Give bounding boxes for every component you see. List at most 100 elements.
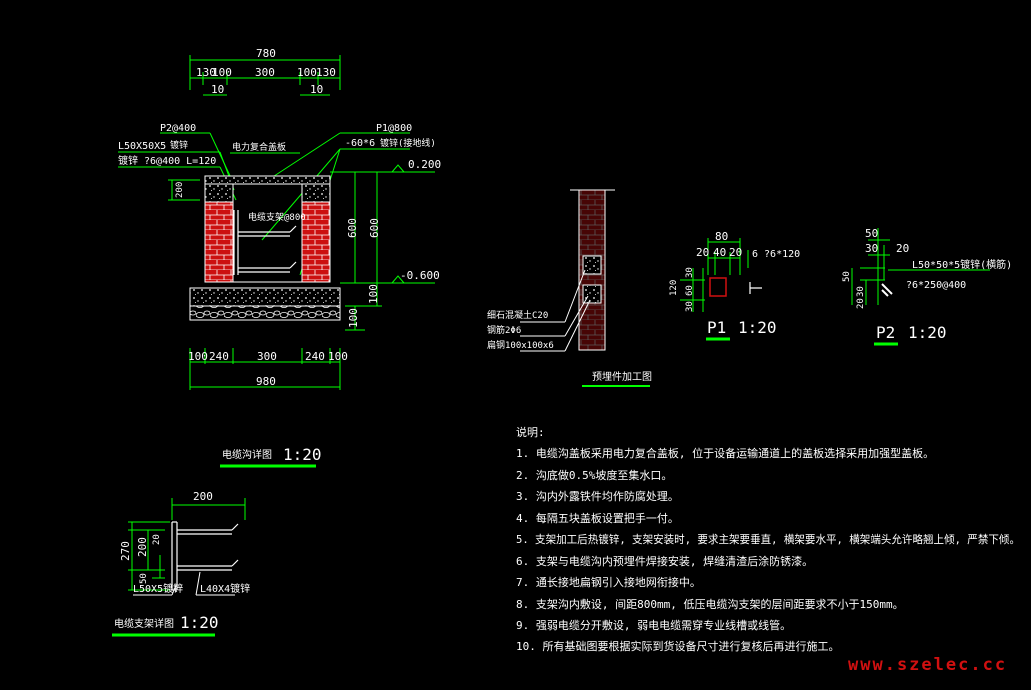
trench-top-dimensions [189, 55, 341, 96]
p1-dim-20-b: 20 [729, 246, 742, 259]
trench-section: 780 130 100 300 100 130 10 10 P2@400 L50… [118, 47, 441, 468]
p2-dim-50-top: 50 [865, 227, 878, 240]
label-cover: 电力复合盖板 [232, 141, 286, 153]
embed-title: 预埋件加工图 [592, 371, 652, 383]
dim-600-b: 600 [368, 218, 381, 238]
notes-block: 说明: 1. 电缆沟盖板采用电力复合盖板, 位于设备运输通道上的盖板选择采用加强… [516, 425, 1020, 653]
p2-scale: 1:20 [908, 323, 947, 342]
trench-base-stone [189, 305, 341, 321]
cover-plate [204, 175, 331, 185]
trench-leaders [118, 132, 410, 276]
label-bolt: 镀锌 ?6@400 L=120 [118, 154, 216, 167]
trench-side-dimensions [345, 171, 382, 331]
dim-780: 780 [256, 47, 276, 60]
p2-dim-50-left: 50 [842, 271, 852, 282]
p1-title: P1 [707, 318, 726, 337]
p1-dim-20-a: 20 [696, 246, 709, 259]
trench-base-concrete [189, 287, 341, 307]
label-flat-note: 镀锌(接地线) [380, 137, 436, 149]
p2-dim-30-top: 30 [865, 242, 878, 255]
bracket-dim-50: 50 [139, 573, 149, 584]
bracket-scale: 1:20 [180, 613, 219, 632]
dim-600-a: 600 [346, 218, 359, 238]
embed-plate-lower [582, 284, 602, 304]
bracket-detail: 200 270 200 20 50 L50X5镀锌 L40X4镀锌 电缆支架详图… [112, 490, 250, 637]
note-3: 3. 沟内外露铁件均作防腐处理。 [516, 489, 679, 503]
dim-300-top: 300 [255, 66, 275, 79]
trench-scale: 1:20 [283, 445, 322, 464]
p1-dim-120: 120 [669, 280, 679, 296]
bracket-dim-20: 20 [152, 534, 162, 545]
dim-100-left: 100 [212, 66, 232, 79]
trench-cable-bracket [233, 210, 297, 275]
left-wall-cap [204, 183, 234, 203]
dim-130-left: 130 [196, 66, 216, 79]
p1-anchor [749, 282, 762, 294]
trench-title: 电缆沟详图 [222, 448, 272, 461]
notes-heading: 说明: [516, 425, 545, 439]
embed-label-plate: 扁钢100x100x6 [487, 339, 554, 351]
p2-dim-20-top: 20 [896, 242, 909, 255]
watermark: www.szelec.cc [848, 655, 1007, 675]
p1-detail: 80 20 40 20 30 120 60 30 6 ?6*120 P1 1:2… [669, 230, 800, 341]
dim-240-r: 240 [305, 350, 325, 363]
note-4: 4. 每隔五块盖板设置把手一付。 [516, 511, 679, 525]
bracket-shape [171, 521, 239, 591]
dim-980: 980 [256, 375, 276, 388]
note-9: 9. 强弱电缆分开敷设, 弱电电缆需穿专业线槽或线管。 [516, 618, 791, 632]
dim-100-b: 100 [347, 308, 360, 328]
right-wall-cap [301, 183, 331, 203]
left-brick-wall [204, 201, 234, 283]
level-0200: 0.200 [408, 158, 441, 171]
label-angle: L50X50X5 [118, 141, 166, 152]
dim-100-br: 100 [328, 350, 348, 363]
label-p1: P1@800 [376, 123, 412, 134]
bracket-dim-200-side: 200 [136, 537, 149, 557]
embed-label-concrete: 细石混凝土C20 [487, 309, 548, 321]
p2-dim-30-left: 30 [856, 286, 866, 297]
dim-100-right: 100 [297, 66, 317, 79]
bracket-dim-270: 270 [119, 541, 132, 561]
label-p2: P2@400 [160, 123, 196, 134]
note-10: 10. 所有基础图要根据实际到货设备尺寸进行复核后再进行施工。 [516, 639, 840, 653]
p2-spec1: L50*50*5镀锌(横筋) [912, 258, 1012, 271]
dim-300-b: 300 [257, 350, 277, 363]
p2-detail: 50 30 20 50 30 20 L50*50*5镀锌(横筋) ?6*250@… [842, 227, 1012, 346]
p2-title: P2 [876, 323, 895, 342]
p2-dim-20-left: 20 [856, 298, 866, 309]
dim-240-l: 240 [209, 350, 229, 363]
bracket-label-l40: L40X4镀锌 [200, 582, 250, 595]
label-bracket: 电缆支架@800 [248, 211, 306, 223]
dim-130-right: 130 [316, 66, 336, 79]
note-2: 2. 沟底做0.5%坡度至集水口。 [516, 468, 672, 482]
note-5: 5. 支架加工后热镀锌, 支架安装时, 要求主架要垂直, 横架要水平, 横架端头… [516, 532, 1020, 546]
p1-scale: 1:20 [738, 318, 777, 337]
embed-detail: 细石混凝土C20 钢筋2Φ6 扁钢100x100x6 预埋件加工图 [487, 189, 652, 387]
embed-plate-upper [582, 255, 602, 275]
bracket-dim-200-top: 200 [193, 490, 213, 503]
p1-plate-section [709, 277, 727, 297]
note-7: 7. 通长接地扁钢引入接地网衔接中。 [516, 575, 701, 589]
p1-dim-60: 60 [685, 285, 695, 296]
dim-10-right: 10 [310, 83, 323, 96]
p1-spec: 6 ?6*120 [752, 249, 800, 260]
note-8: 8. 支架沟内敷设, 间距800mm, 低压电缆沟支架的层间距要求不小于150m… [516, 597, 904, 611]
bracket-title: 电缆支架详图 [114, 617, 174, 630]
label-angle-note: 镀锌 [170, 139, 188, 151]
dim-10-left: 10 [211, 83, 224, 96]
p1-dim-80: 80 [715, 230, 728, 243]
trench-bottom-dimensions [189, 348, 341, 390]
p2-angle-section [881, 283, 893, 297]
dim-100-a: 100 [367, 284, 380, 304]
bracket-label-l50: L50X5镀锌 [133, 582, 183, 595]
p1-dim-30-a: 30 [685, 267, 695, 278]
embed-label-rebar: 钢筋2Φ6 [487, 324, 521, 336]
dim-200-side: 200 [175, 182, 185, 198]
p1-dim-40: 40 [713, 246, 726, 259]
note-6: 6. 支架与电缆沟内预埋件焊接安装, 焊缝清渣后涂防锈漆。 [516, 554, 813, 568]
p2-spec2: ?6*250@400 [906, 280, 966, 291]
level-minus0600: -0.600 [400, 269, 440, 282]
dim-100-bl: 100 [188, 350, 208, 363]
p1-dim-30-b: 30 [685, 301, 695, 312]
